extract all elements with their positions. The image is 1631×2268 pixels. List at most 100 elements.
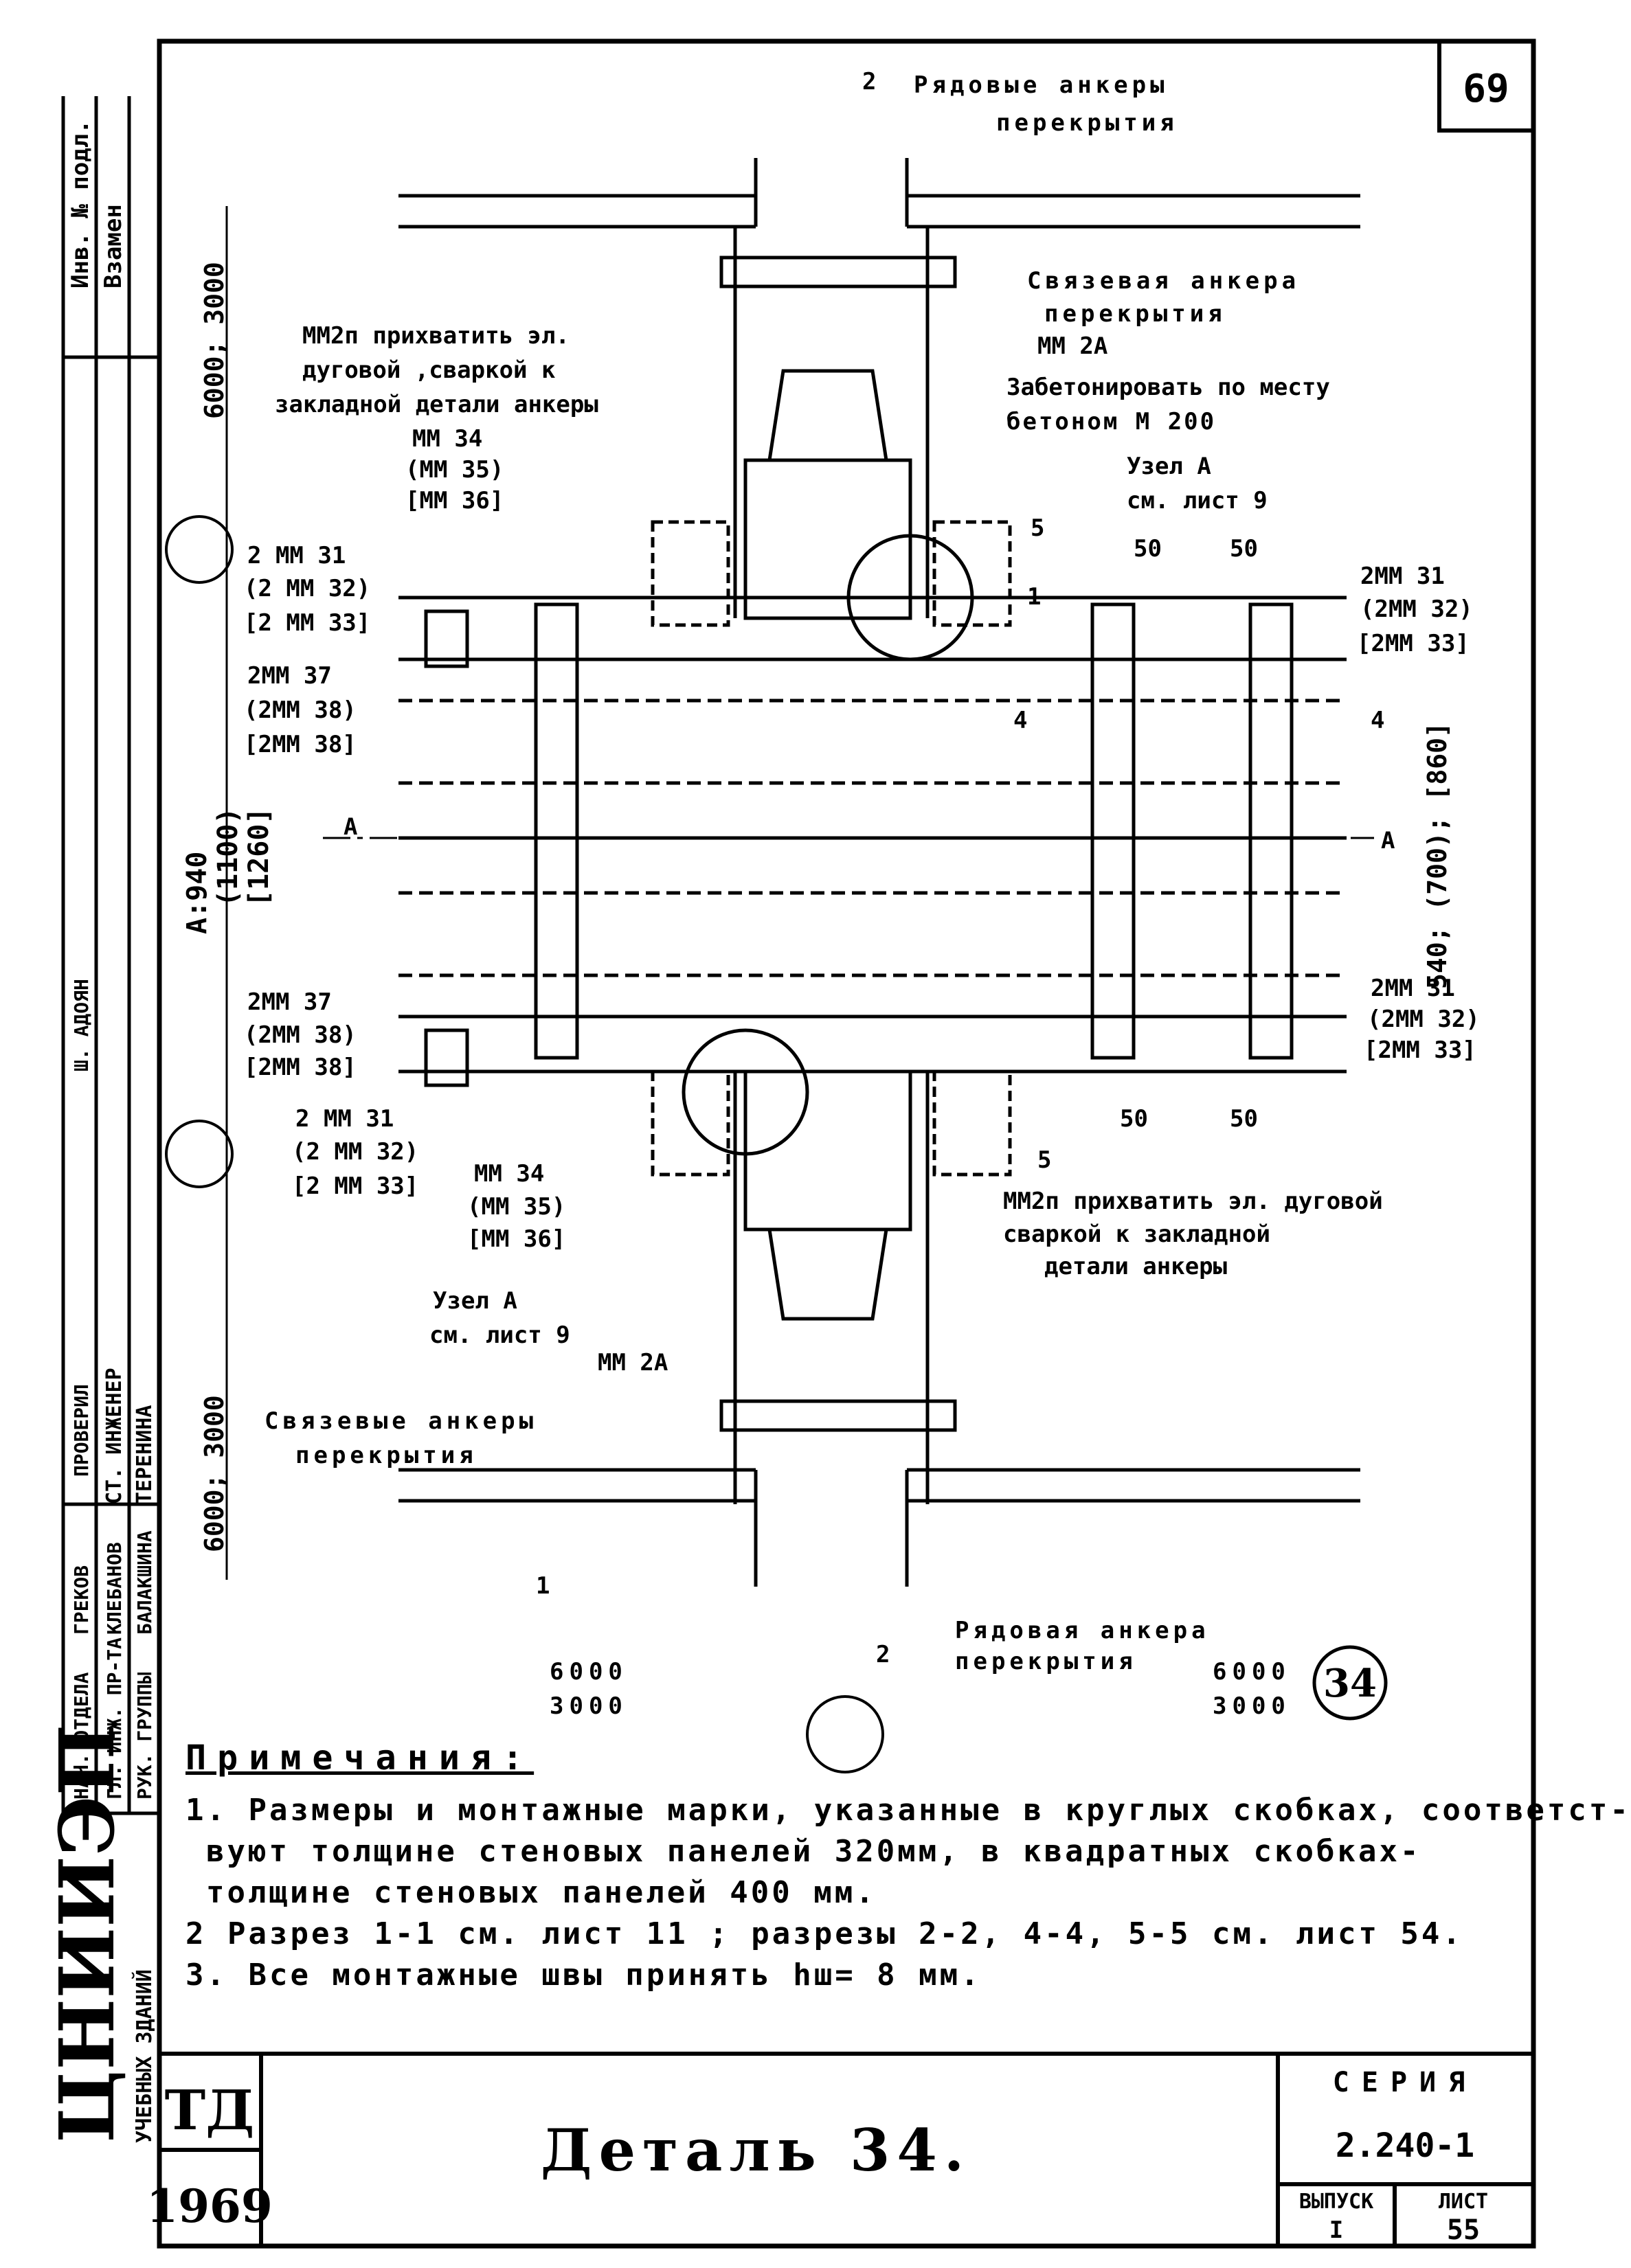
mm31-left-1: 2 ММ 31 [247, 542, 346, 569]
section-5-bot: 5 [1037, 1146, 1051, 1174]
mm35-bot: (ММ 35) [467, 1193, 565, 1221]
mm31-right-b1: 2ММ 31 [1371, 975, 1455, 1002]
stamp-name-4: ТЕРЕНИНА [133, 1405, 157, 1505]
left-stamp [61, 96, 159, 1815]
notes-heading: Примечания: [185, 1738, 535, 1778]
weld-note-bot-2: сваркой к закладной [1003, 1221, 1270, 1248]
mm34-top: ММ 34 [412, 425, 482, 453]
axis-bubble-top [165, 515, 234, 584]
note-3: 3. Все монтажные швы принять hш= 8 мм. [185, 1958, 982, 1993]
issue-value: I [1329, 2216, 1343, 2244]
weld-note-bot-1: ММ2п прихватить эл. дуговой [1003, 1188, 1383, 1215]
mm35-top: (ММ 35) [405, 456, 504, 484]
weld-note-top-2: дуговой ,сваркой к [302, 356, 555, 384]
stamp-replace-label: Взамен [100, 204, 127, 288]
uzel-a-bot-ref: см. лист 9 [429, 1322, 570, 1349]
org-sub: УЧЕБНЫХ ЗДАНИЙ [132, 1969, 157, 2143]
dim-3000-left: 3000 [550, 1692, 628, 1720]
mm36-top: [ММ 36] [405, 487, 504, 514]
dim-50-a: 50 [1134, 535, 1162, 563]
detail-number-circle [1312, 1645, 1388, 1721]
mm31-right-2: (2ММ 32) [1360, 596, 1473, 623]
span-bottom: 6000; 3000 [199, 1395, 229, 1552]
stamp-checked: ПРОВЕРИЛ [70, 1384, 93, 1477]
detail-number: 34 [1323, 1661, 1377, 1706]
row-anchors-top-2: перекрытия [996, 109, 1178, 137]
mm31-left-b3: [2 ММ 33] [292, 1172, 418, 1200]
stamp-name-2: КЛЕБАНОВ [103, 1542, 126, 1635]
weld-note-bot-3: детали анкеры [1044, 1253, 1227, 1280]
height-dim-1: А:940 [181, 852, 213, 934]
section-1-top: 1 [1027, 583, 1041, 611]
sheet-frame [157, 38, 1536, 2249]
note-1b: вуют толщине стеновых панелей 320мм, в к… [206, 1834, 1421, 1869]
concrete-note-1: Забетонировать по месту [1006, 374, 1330, 401]
dim-6000-right: 6000 [1213, 1658, 1291, 1686]
dim-50-d: 50 [1230, 1105, 1258, 1133]
weld-note-top-3: закладной детали анкеры [275, 391, 598, 418]
section-4-a: 4 [1013, 707, 1027, 734]
section-4-b: 4 [1371, 707, 1384, 734]
mm2a-top: ММ 2А [1037, 332, 1107, 360]
mm31-right-3: [2ММ 33] [1357, 630, 1470, 657]
stamp-role-3: РУК. ГРУППЫ [133, 1672, 156, 1800]
structure-lines [225, 158, 1374, 1587]
axis-bubble-bottom [165, 1120, 234, 1188]
axis-a-right: А [1381, 827, 1395, 854]
mm31-left-b2: (2 ММ 32) [292, 1138, 418, 1166]
tie-anchor-top: Связевая анкера [1027, 267, 1300, 295]
mm37-bot-1: 2ММ 37 [247, 988, 332, 1016]
stamp-name-3: БАЛАКШИНА [133, 1530, 156, 1635]
doc-code: ТД [165, 2078, 255, 2142]
mm31-right-1: 2ММ 31 [1360, 563, 1445, 590]
sheet-number-box [1437, 39, 1536, 133]
right-dim: 540; (700); [860] [1422, 722, 1452, 989]
mm31-left-b1: 2 ММ 31 [295, 1105, 394, 1133]
section-5-top: 5 [1031, 514, 1044, 542]
stamp-role-4: СТ. ИНЖЕНЕР [102, 1368, 126, 1504]
issue-label: ВЫПУСК [1299, 2190, 1373, 2214]
row-anchors-top: Рядовые анкеры [914, 71, 1169, 99]
uzel-a-top: Узел А [1127, 453, 1211, 480]
mm37-top-2: (2ММ 38) [244, 696, 357, 724]
span-top: 6000; 3000 [199, 262, 229, 419]
axis-a-left: А [344, 813, 357, 841]
mm31-right-b3: [2ММ 33] [1364, 1036, 1476, 1064]
mm37-top-3: [2ММ 38] [244, 731, 357, 758]
detail-title: Деталь 34. [541, 2116, 971, 2184]
tie-anchor-bot-2: перекрытия [295, 1442, 477, 1469]
note-2: 2 Разрез 1-1 см. лист 11 ; разрезы 2-2, … [185, 1916, 1463, 1951]
series-value: 2.240-1 [1336, 2127, 1474, 2165]
row-anchor-bot: Рядовая анкера [955, 1617, 1210, 1644]
uzel-a-bot: Узел А [433, 1287, 517, 1315]
mm34-bot: ММ 34 [474, 1160, 544, 1188]
stamp-checked-name: Ш. АДОЯН [70, 979, 93, 1071]
dim-50-c: 50 [1120, 1105, 1148, 1133]
title-block [159, 2052, 1533, 2246]
org-name: ЦНИИЭП [43, 1725, 131, 2143]
stamp-role-1: НАЧ. ОТДЕЛА [70, 1672, 93, 1800]
tie-anchor-top-2: перекрытия [1044, 300, 1226, 328]
note-1a: 1. Размеры и монтажные марки, указанные … [185, 1793, 1631, 1828]
section-mark-top: 2 [862, 68, 876, 95]
dim-3000-right: 3000 [1213, 1692, 1291, 1720]
list-label: ЛИСТ [1439, 2190, 1488, 2214]
note-1c: толщине стеновых панелей 400 мм. [206, 1875, 877, 1910]
mm31-right-b2: (2ММ 32) [1367, 1006, 1480, 1033]
axis-bubble-center [806, 1695, 884, 1773]
height-dim-3: [1260] [243, 808, 275, 907]
concrete-note-2: бетоном М 200 [1006, 408, 1216, 435]
list-value: 55 [1447, 2214, 1480, 2246]
weld-note-top-1: ММ2п прихватить эл. [302, 322, 570, 350]
tie-anchor-bot: Связевые анкеры [265, 1407, 537, 1435]
mm2a-bot: ММ 2А [598, 1349, 668, 1376]
mm37-bot-3: [2ММ 38] [244, 1054, 357, 1081]
mm31-left-2: (2 ММ 32) [244, 575, 370, 602]
stamp-inv-label: Инв. № подл. [67, 120, 94, 288]
section-1-bot: 1 [536, 1572, 550, 1600]
series-label: СЕРИЯ [1333, 2067, 1477, 2098]
uzel-a-top-ref: см. лист 9 [1127, 487, 1268, 514]
doc-year: 1969 [146, 2179, 273, 2233]
